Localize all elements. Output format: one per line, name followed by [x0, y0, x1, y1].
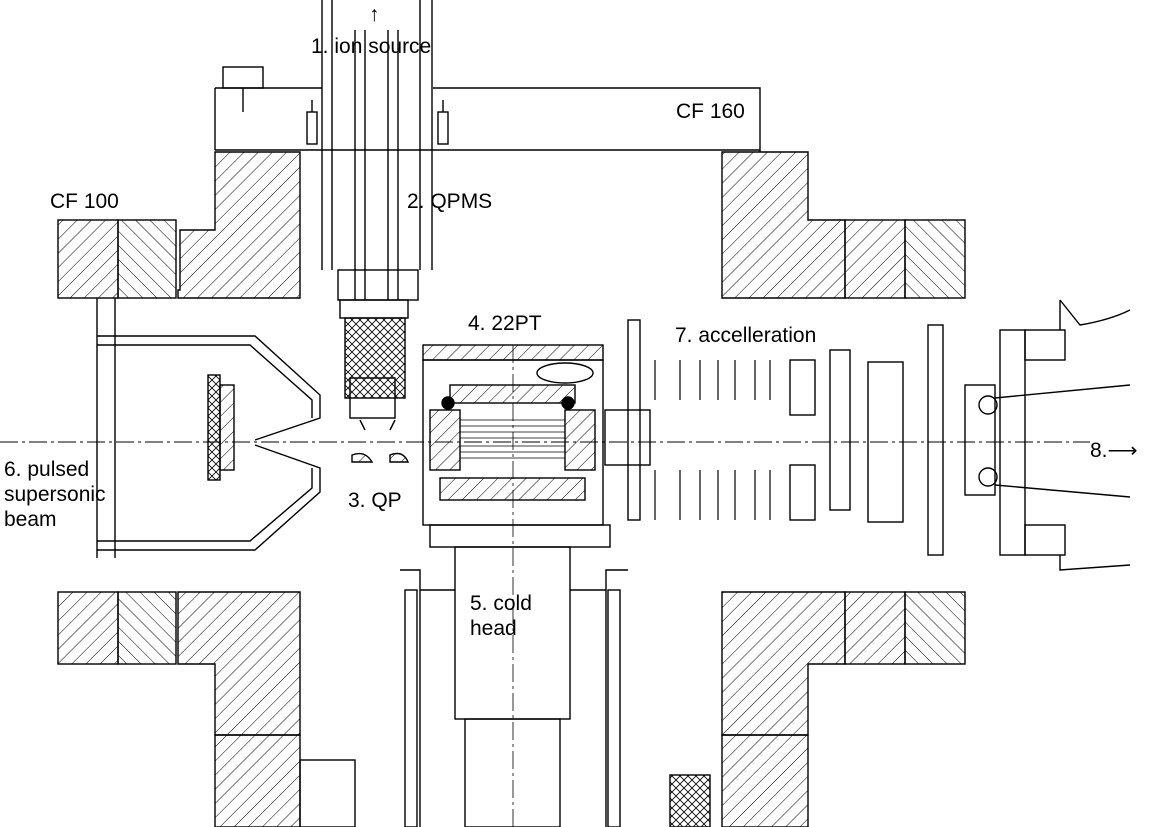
qp-label: 3. QP: [348, 489, 402, 512]
qpms-column: [321, 0, 433, 463]
cf100-label: CF 100: [50, 190, 119, 213]
cf160-top-flange: [214, 66, 761, 151]
exit-label-text: 8.: [1090, 439, 1108, 462]
cold-head-label: 5. cold head: [470, 591, 532, 641]
ion-source-label: 1. ion source: [311, 35, 432, 58]
acceleration-stack: [604, 319, 904, 523]
trap-housing: [422, 344, 611, 548]
exit-arrow: ⟶: [1107, 439, 1138, 462]
ion-source-arrow: ↑: [369, 3, 380, 26]
upper-right-chamber-wall: [721, 150, 846, 299]
beam-label: 6. pulsed supersonic beam: [4, 457, 106, 532]
right-upper-flange: [844, 219, 966, 299]
trap-label: 4. 22PT: [468, 312, 542, 335]
acceleration-label: 7. accelleration: [675, 324, 817, 347]
upper-left-chamber-wall: [177, 151, 301, 299]
beam-source-chamber: [96, 298, 321, 558]
beam-label-line-1: 6. pulsed: [4, 458, 90, 481]
cold-head-label-line-2: head: [470, 617, 517, 640]
qpms-label: 2. QPMS: [407, 190, 493, 213]
cold-head: [400, 546, 628, 827]
beam-label-line-2: supersonic: [4, 483, 106, 506]
lower-left-chamber-wall: [57, 591, 356, 827]
beam-label-line-3: beam: [4, 508, 57, 531]
cf160-label: CF 160: [676, 100, 745, 123]
cf100-upper-flange: [57, 219, 177, 299]
lower-right-chamber-wall: [669, 591, 966, 827]
exit-label: 8.⟶: [1090, 438, 1138, 463]
detector-assembly: [927, 299, 1131, 571]
cold-head-label-line-1: 5. cold: [470, 592, 532, 615]
